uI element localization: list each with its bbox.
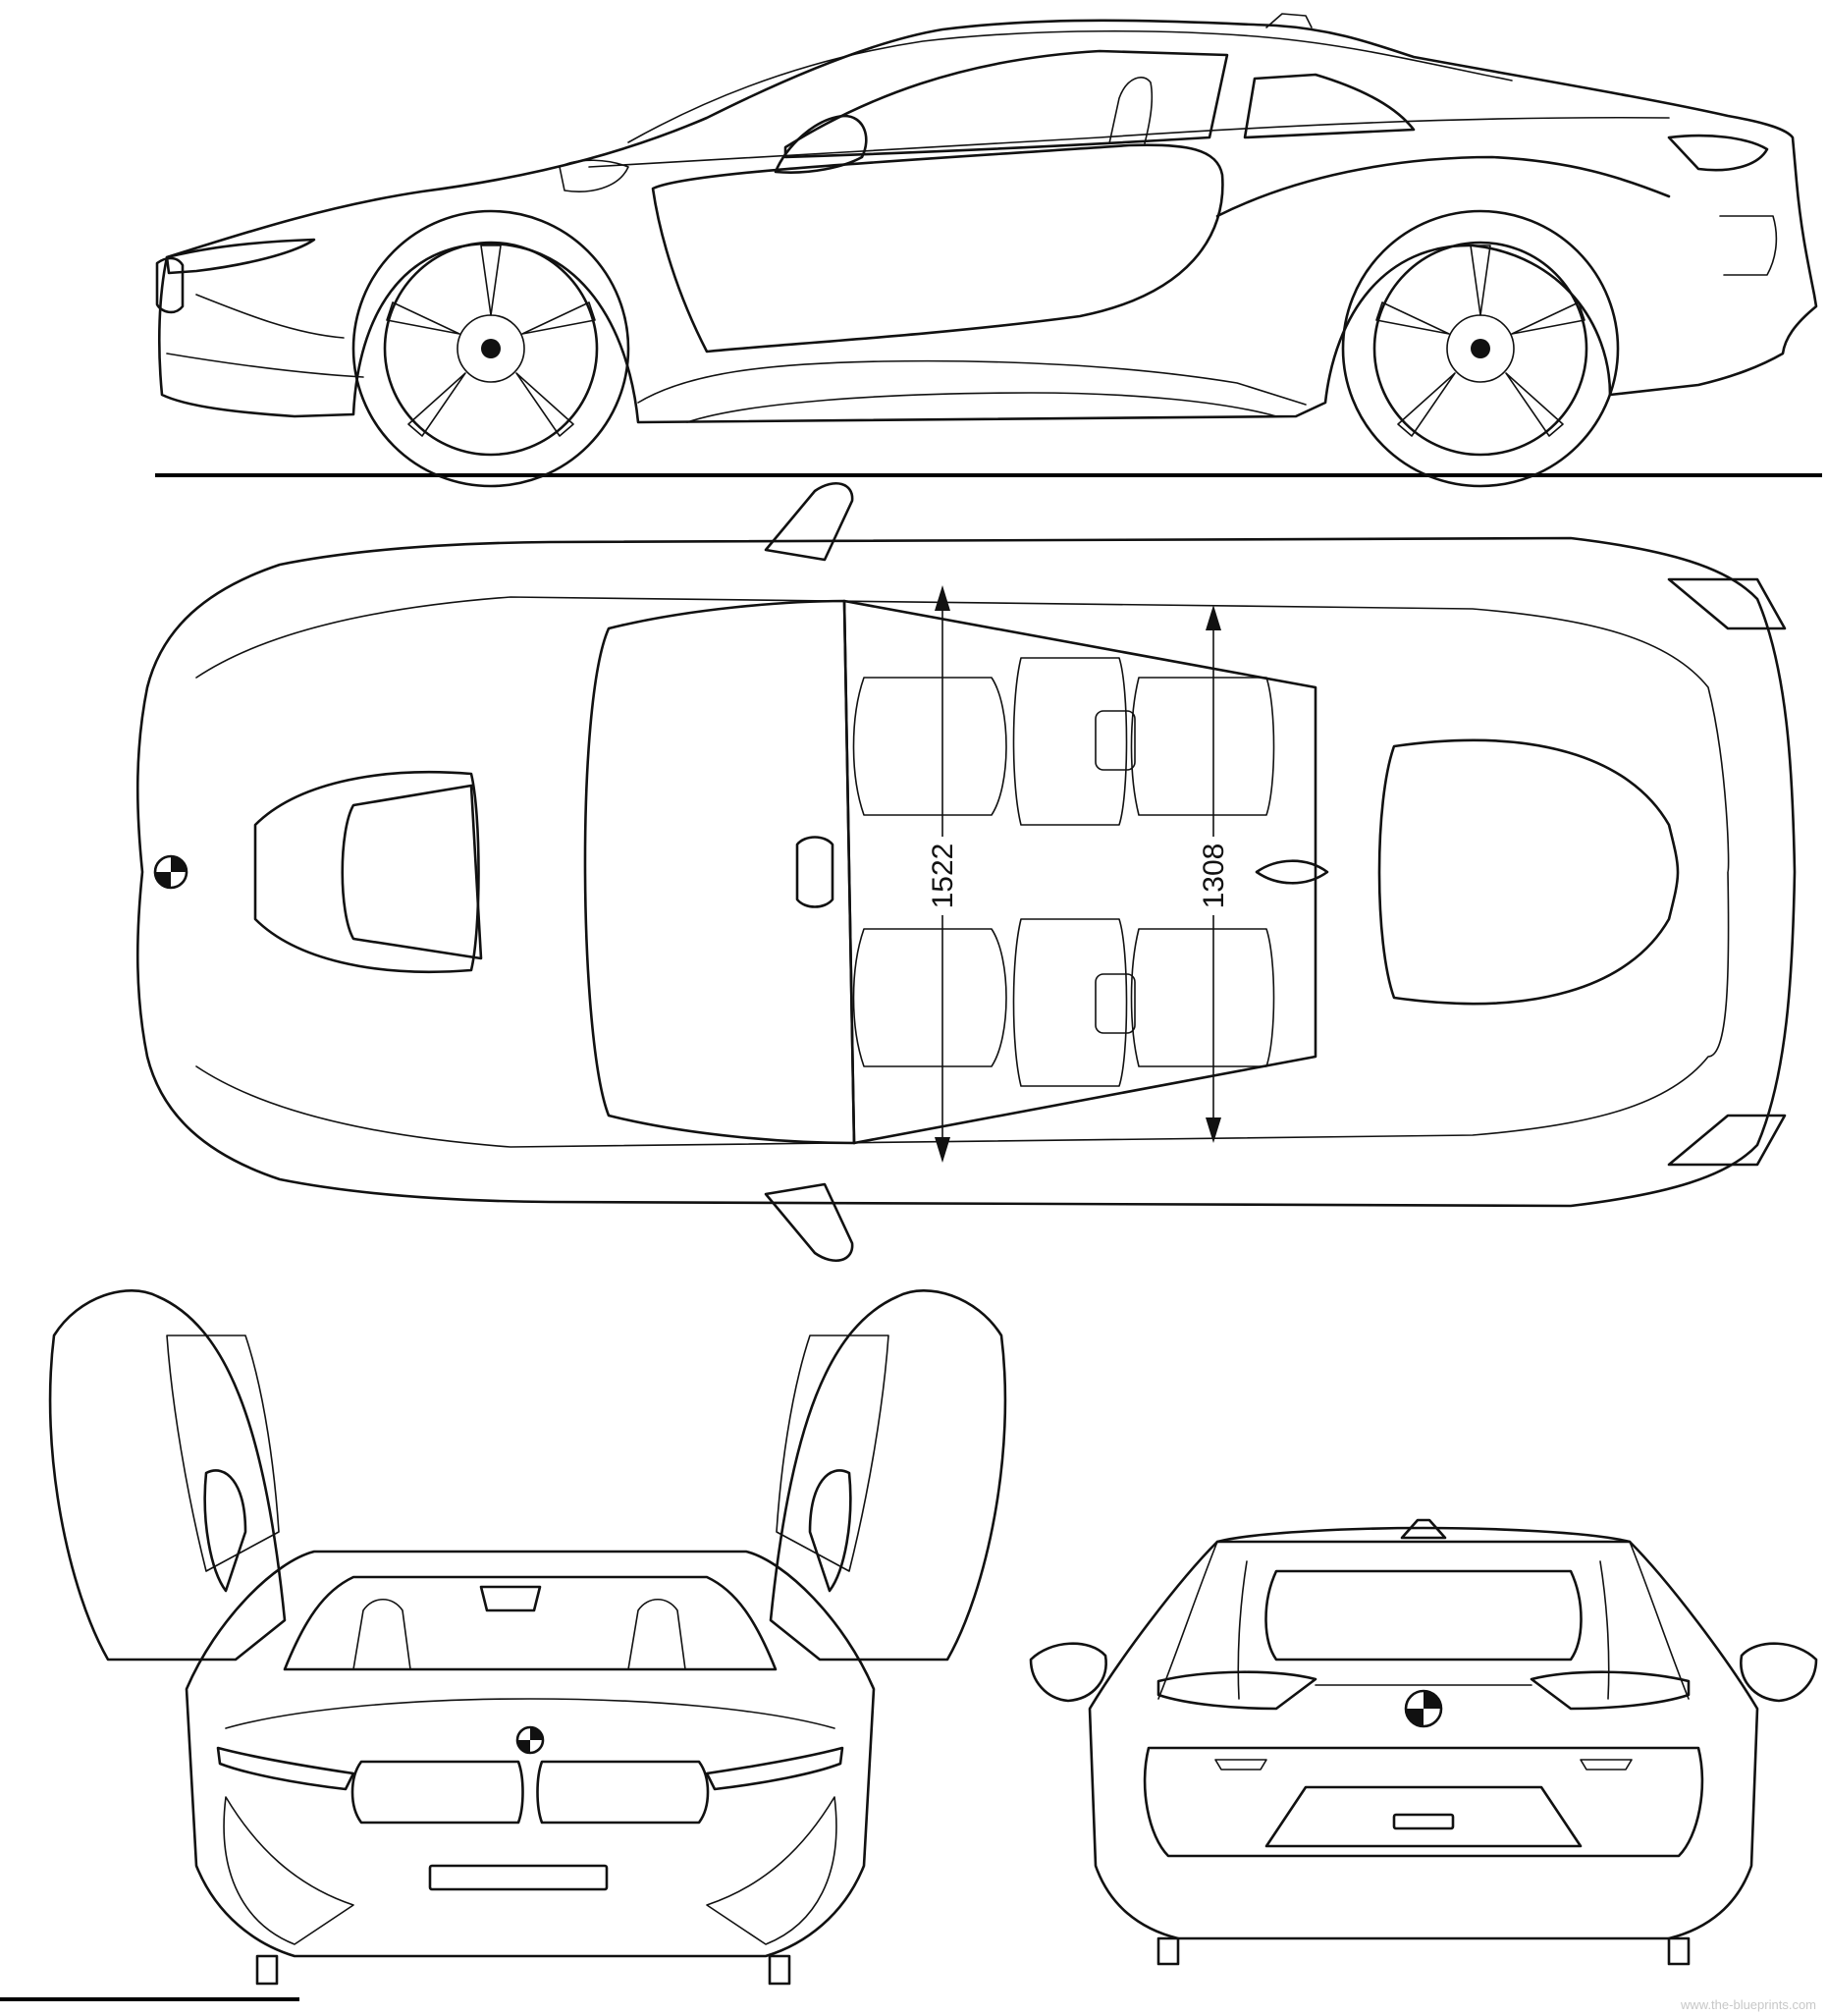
rear-roof xyxy=(1215,1526,1632,1544)
front-windscreen xyxy=(283,1575,778,1671)
side-front-grille xyxy=(155,256,185,314)
top-body-outline xyxy=(135,536,1797,1208)
front-number-plate xyxy=(428,1864,609,1891)
top-rear-light-left xyxy=(1667,577,1787,630)
side-roof-line xyxy=(627,29,1513,143)
top-interior-mirror xyxy=(795,836,834,908)
rear-body-outline xyxy=(1088,1540,1759,1940)
top-mirror-left xyxy=(764,481,854,562)
rear-track-label: 1308 xyxy=(1198,844,1230,909)
side-front-splitter xyxy=(166,294,364,378)
side-body-outline xyxy=(157,19,1818,424)
front-tyre-left xyxy=(255,1954,279,1986)
rear-antenna-fin xyxy=(1400,1518,1447,1540)
rear-reflector-left xyxy=(1214,1759,1267,1771)
front-bmw-logo xyxy=(515,1725,545,1755)
top-mirror-right xyxy=(764,1182,854,1263)
front-headlight-right xyxy=(705,1746,844,1791)
rear-mirror-right xyxy=(1740,1642,1818,1703)
top-shoulder-line xyxy=(195,596,1730,1148)
front-kidney-grille-right xyxy=(536,1760,710,1825)
side-belt-line xyxy=(588,116,1670,168)
side-window xyxy=(783,49,1229,159)
side-rear-quarter-window xyxy=(1243,73,1416,139)
watermark: www.the-blueprints.com xyxy=(1680,1997,1816,2012)
rear-taillight-right xyxy=(1530,1670,1691,1711)
rear-number-plate xyxy=(1392,1813,1455,1830)
front-bonnet-line xyxy=(225,1698,835,1729)
rear-tyre-left xyxy=(1156,1936,1180,1966)
front-left-mirror xyxy=(203,1469,247,1593)
top-rear-light-right xyxy=(1667,1114,1787,1167)
front-body-outline xyxy=(185,1550,876,1958)
front-interior-mirror xyxy=(479,1585,542,1612)
rear-taillight-left xyxy=(1156,1670,1317,1711)
front-kidney-grille-left xyxy=(350,1760,524,1825)
front-track-label: 1522 xyxy=(927,844,959,909)
side-rear-diffuser xyxy=(1719,215,1778,276)
side-rear-wheel xyxy=(1341,209,1620,488)
top-seats xyxy=(852,657,1275,1087)
front-seat-right xyxy=(627,1598,686,1670)
dimension-rear-track xyxy=(1192,605,1235,1143)
top-hood-scoop xyxy=(341,784,483,960)
side-mirror xyxy=(774,114,868,174)
side-view xyxy=(155,13,1822,488)
side-antenna xyxy=(1265,13,1313,28)
top-cabin-roof xyxy=(842,599,1317,1145)
top-windscreen xyxy=(583,599,856,1145)
top-bmw-logo xyxy=(153,854,188,890)
top-rear-glass xyxy=(1377,738,1680,1006)
rear-bmw-logo xyxy=(1404,1689,1443,1728)
front-view xyxy=(0,1288,1007,2001)
rear-reflector-right xyxy=(1580,1759,1633,1771)
rear-tyre-right xyxy=(1667,1936,1691,1966)
front-left-door xyxy=(48,1288,287,1662)
front-right-mirror xyxy=(808,1469,852,1593)
rear-plate-recess xyxy=(1264,1785,1583,1848)
side-front-vent xyxy=(559,159,629,192)
rear-diffuser xyxy=(1143,1746,1704,1858)
top-antenna-fin xyxy=(1255,859,1329,885)
side-headlight xyxy=(165,238,316,275)
front-seat-left xyxy=(352,1598,411,1670)
side-door-panel xyxy=(651,143,1224,354)
side-sill-inner xyxy=(686,392,1277,423)
rear-glass xyxy=(1264,1569,1583,1662)
front-intake-left xyxy=(223,1796,354,1945)
side-aero-stripe xyxy=(1215,155,1671,218)
rear-buttress-right xyxy=(1599,1541,1690,1700)
top-view: 1522 1308 xyxy=(135,481,1797,1263)
front-right-door xyxy=(769,1288,1007,1662)
side-lower-sill xyxy=(637,359,1307,406)
rear-buttress-left xyxy=(1157,1541,1248,1700)
front-left-door-window xyxy=(166,1335,280,1572)
front-tyre-right xyxy=(768,1954,791,1986)
side-front-wheel xyxy=(351,209,630,488)
rear-mirror-left xyxy=(1029,1642,1107,1703)
side-rear-light xyxy=(1667,134,1769,172)
rear-view xyxy=(1029,1518,1818,1966)
top-hood xyxy=(253,770,480,974)
side-seat-outline xyxy=(1108,77,1154,144)
front-right-door-window xyxy=(776,1335,889,1572)
front-intake-right xyxy=(706,1796,837,1945)
dimension-front-track xyxy=(921,585,964,1163)
front-headlight-left xyxy=(216,1746,355,1791)
